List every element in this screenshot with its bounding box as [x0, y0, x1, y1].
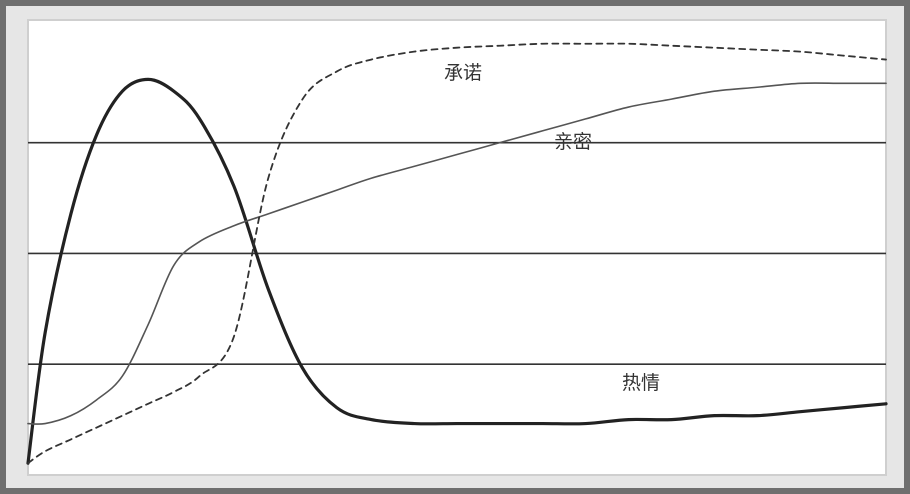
- gridlines: [28, 141, 886, 366]
- series-line-1: [26, 77, 888, 465]
- series-labels: 热情 亲密 承诺: [444, 62, 660, 394]
- chart-frame: 热情 亲密 承诺: [6, 6, 904, 488]
- series-label-3: 承诺: [444, 62, 482, 84]
- series-line-3: [27, 42, 887, 465]
- series-line-2: [27, 82, 887, 425]
- series-label-1: 热情: [622, 372, 660, 394]
- line-chart: 热情 亲密 承诺: [26, 19, 888, 476]
- plot-area: [27, 19, 887, 476]
- series-lines: [26, 42, 888, 465]
- series-label-2: 亲密: [554, 131, 592, 153]
